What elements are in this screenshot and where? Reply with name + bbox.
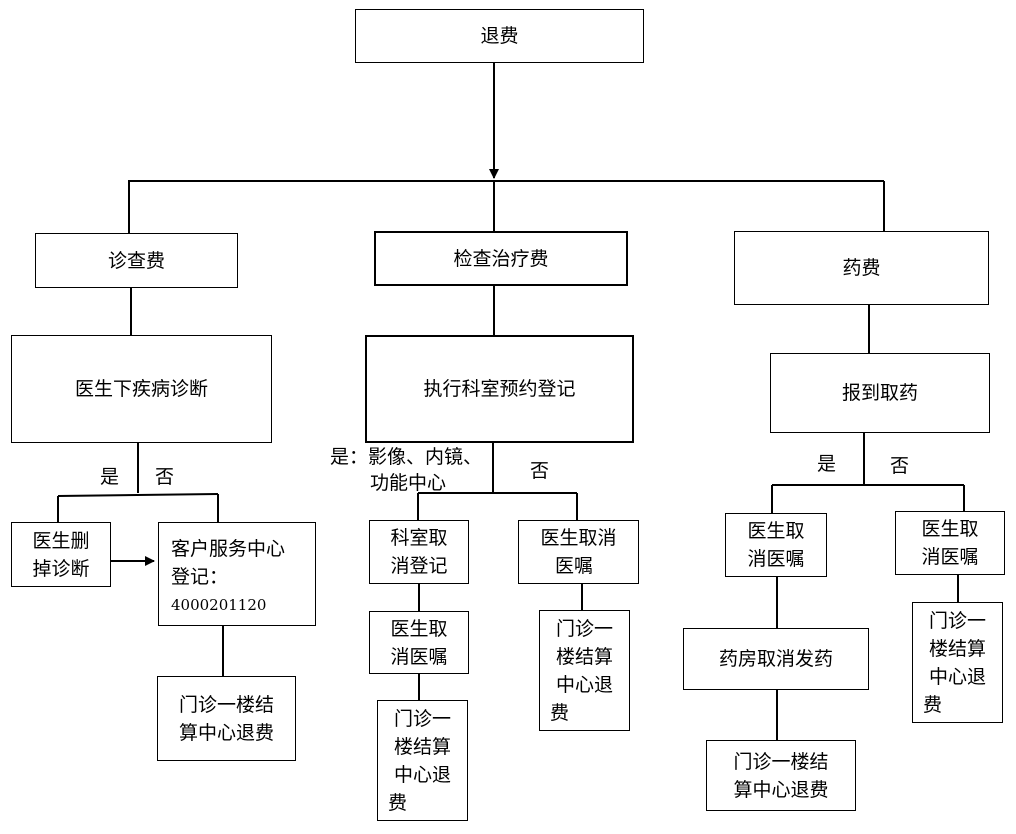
- service-center-phone: 4000201120: [171, 596, 267, 614]
- drug-yes-cancel-order-line1: 医生取: [747, 520, 805, 542]
- cancel-reg-line1: 科室取: [390, 527, 448, 549]
- drug-no-refund-line3: 中心退: [928, 665, 986, 688]
- dept-appointment-node: 执行科室预约登记: [365, 335, 634, 443]
- exam-yes-line1: 是：影像、内镜、: [330, 446, 483, 468]
- drug-no-cancel-order-line2: 消医嘱: [921, 546, 979, 568]
- drug-no-refund-node: 门诊一 楼结算 中心退 费: [912, 602, 1003, 723]
- consult-refund-line2: 算中心退费: [178, 721, 274, 744]
- exam-no-cancel-order-node: 医生取消 医嘱: [518, 520, 639, 584]
- exam-yes-cancel-order-line1: 医生取: [390, 617, 448, 640]
- exam-no-refund-line4: 费: [550, 701, 570, 724]
- pharmacy-cancel-dispense-node: 药房取消发药: [683, 628, 869, 690]
- drug-no-refund-line2: 楼结算: [928, 637, 986, 660]
- exam-no-refund-line1: 门诊一: [555, 617, 613, 640]
- service-center-line2: 登记：: [171, 566, 229, 588]
- check-in-pickup-node: 报到取药: [770, 353, 990, 433]
- root-label: 退费: [480, 25, 519, 47]
- drug-no-refund-line4: 费: [923, 693, 943, 716]
- cancel-reg-line2: 消登记: [390, 555, 448, 577]
- pharmacy-cancel-label: 药房取消发药: [718, 648, 833, 670]
- check-in-pickup-label: 报到取药: [841, 382, 918, 404]
- consult-fee-node: 诊查费: [35, 233, 238, 288]
- dept-cancel-registration-node: 科室取 消登记: [369, 520, 469, 584]
- exam-fee-node: 检查治疗费: [374, 231, 628, 286]
- doctor-delete-diagnosis-node: 医生删 掉诊断: [11, 522, 111, 587]
- drug-yes-refund-node: 门诊一楼结 算中心退费: [706, 740, 856, 811]
- exam-yes-label: 是：影像、内镜、 功能中心: [330, 444, 482, 496]
- exam-no-refund-line3: 中心退: [555, 673, 613, 696]
- drug-no-refund-line1: 门诊一: [928, 609, 986, 632]
- service-center-line1: 客户服务中心: [171, 538, 286, 560]
- exam-yes-refund-line1: 门诊一: [393, 707, 451, 730]
- exam-yes-line2: 功能中心: [370, 472, 447, 494]
- exam-yes-cancel-order-line2: 消医嘱: [390, 645, 448, 668]
- drug-no-cancel-order-line1: 医生取: [921, 518, 979, 540]
- drug-yes-cancel-order-node: 医生取 消医嘱: [725, 513, 827, 577]
- drug-no-label: 否: [890, 455, 910, 477]
- consult-refund-node: 门诊一楼结 算中心退费: [157, 676, 296, 761]
- delete-diag-line2: 掉诊断: [32, 557, 90, 580]
- drug-fee-node: 药费: [734, 231, 989, 305]
- consult-no-label: 否: [155, 466, 175, 488]
- drug-yes-label: 是: [817, 453, 837, 475]
- exam-no-refund-node: 门诊一 楼结算 中心退 费: [539, 610, 630, 731]
- consult-yes-label: 是: [100, 466, 120, 488]
- refund-root-node: 退费: [355, 9, 644, 63]
- drug-yes-cancel-order-line2: 消医嘱: [747, 548, 805, 570]
- exam-yes-refund-node: 门诊一 楼结算 中心退 费: [377, 700, 468, 821]
- dept-appointment-label: 执行科室预约登记: [423, 378, 576, 400]
- exam-no-cancel-order-line2: 医嘱: [555, 555, 594, 577]
- drug-fee-label: 药费: [842, 257, 881, 279]
- exam-no-cancel-order-line1: 医生取消: [540, 527, 617, 549]
- consult-fee-label: 诊查费: [107, 249, 165, 272]
- exam-no-refund-line2: 楼结算: [555, 645, 613, 668]
- exam-yes-refund-line4: 费: [388, 791, 408, 814]
- exam-fee-label: 检查治疗费: [453, 247, 549, 270]
- drug-no-cancel-order-node: 医生取 消医嘱: [895, 511, 1005, 575]
- exam-no-label: 否: [530, 460, 550, 482]
- exam-yes-refund-line3: 中心退: [393, 763, 451, 786]
- drug-yes-refund-line1: 门诊一楼结: [733, 750, 829, 773]
- service-center-node: 客户服务中心 登记： 4000201120: [158, 522, 316, 626]
- exam-yes-cancel-order-node: 医生取 消医嘱: [369, 611, 469, 674]
- doctor-diagnosis-node: 医生下疾病诊断: [11, 335, 272, 443]
- delete-diag-line1: 医生删: [32, 529, 90, 552]
- exam-yes-refund-line2: 楼结算: [393, 735, 451, 758]
- drug-yes-refund-line2: 算中心退费: [733, 778, 829, 801]
- doctor-diagnosis-label: 医生下疾病诊断: [74, 378, 208, 400]
- consult-refund-line1: 门诊一楼结: [178, 693, 274, 716]
